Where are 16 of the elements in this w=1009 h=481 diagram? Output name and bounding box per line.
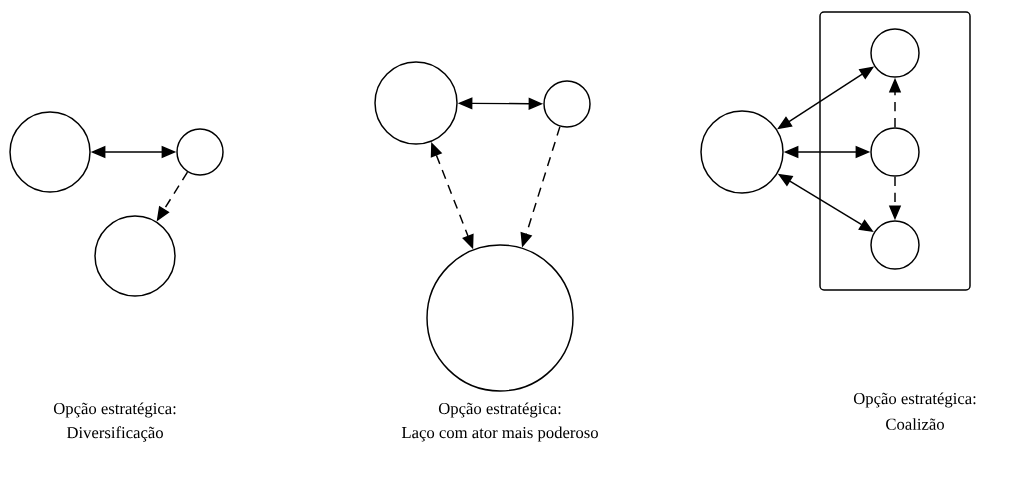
circle-node xyxy=(870,220,920,270)
circle-node xyxy=(94,215,176,297)
circle-node xyxy=(870,127,920,177)
caption-text: Opção estratégica: xyxy=(53,402,176,418)
group-frame xyxy=(819,11,971,291)
circle-node xyxy=(426,244,574,392)
circle-node xyxy=(9,111,91,193)
circle-node xyxy=(870,28,920,78)
caption-text: Laço com ator mais poderoso xyxy=(401,426,598,442)
circle-node xyxy=(374,61,458,145)
caption-text: Diversificação xyxy=(66,426,163,442)
circle-node xyxy=(176,128,224,176)
caption-text: Opção estratégica: xyxy=(853,392,976,408)
circle-node xyxy=(543,80,591,128)
caption-text: Coalizão xyxy=(886,418,944,430)
circle-node xyxy=(700,110,784,194)
